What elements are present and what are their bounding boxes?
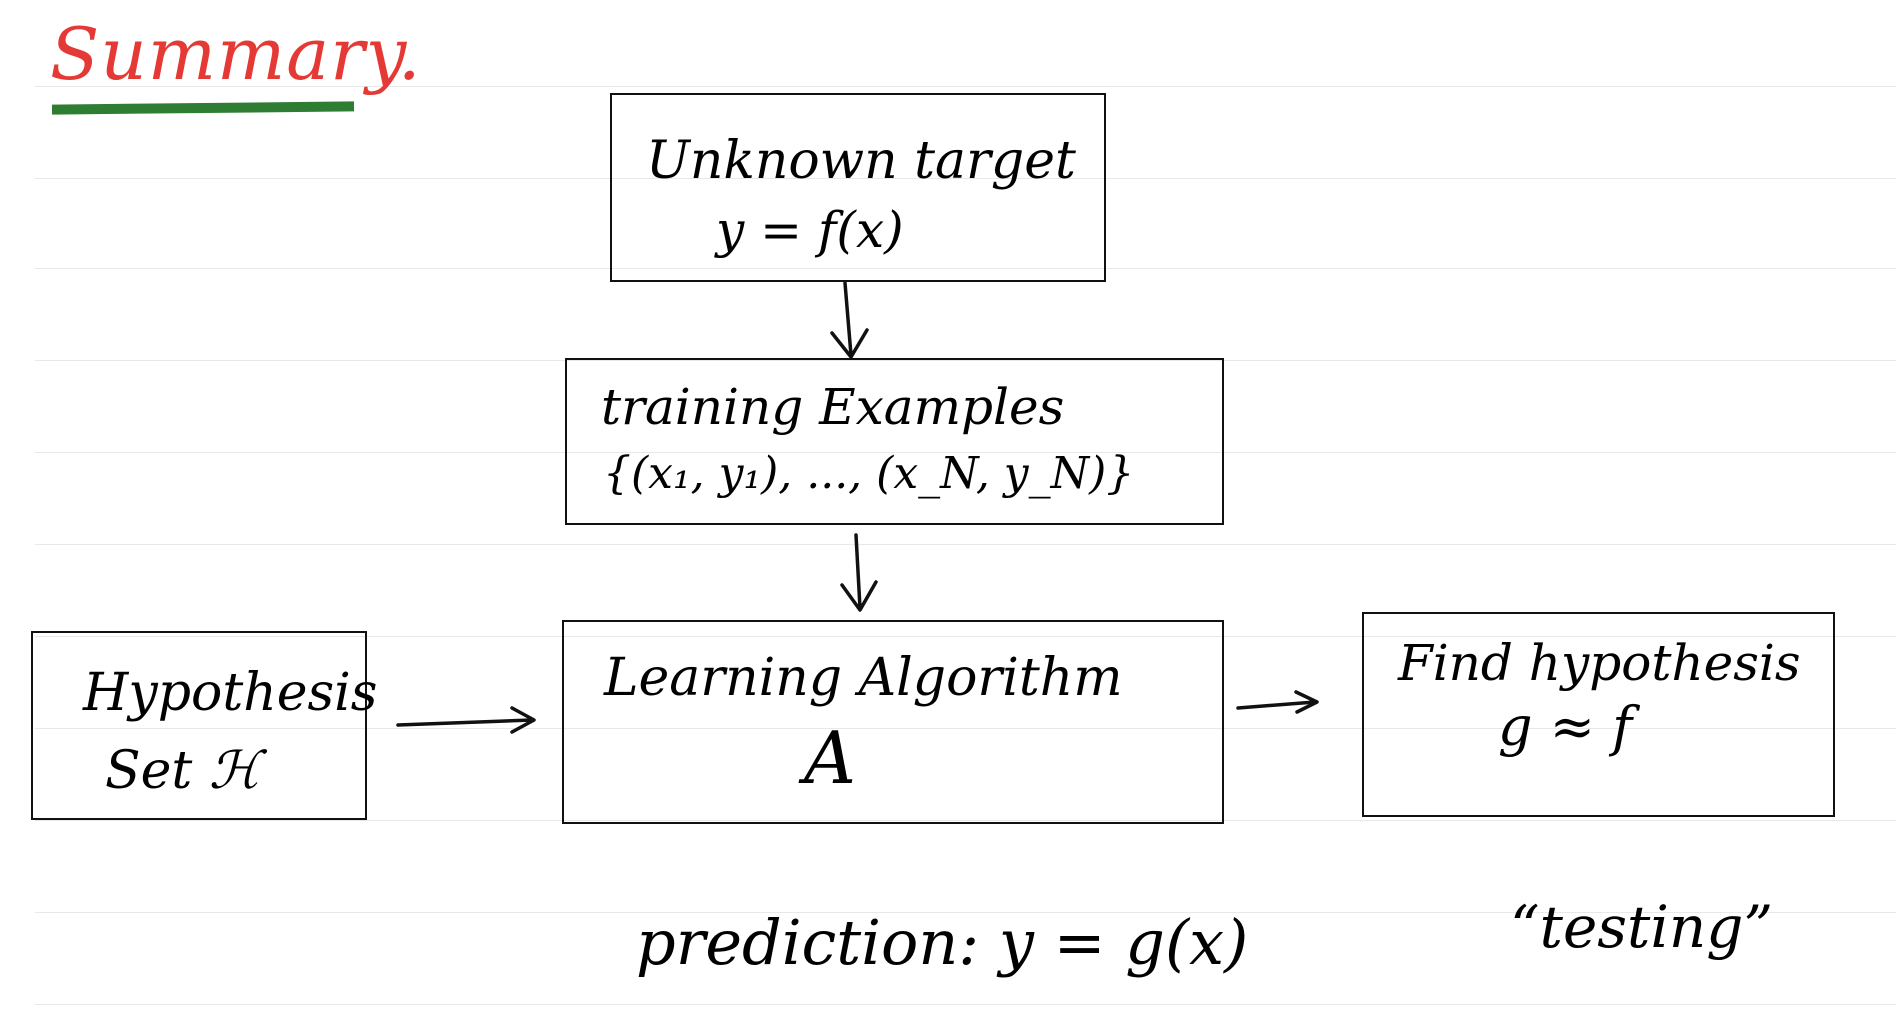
ruled-line <box>35 452 1896 453</box>
ruled-line <box>35 544 1896 545</box>
ruled-line <box>35 1004 1896 1005</box>
ruled-line <box>35 178 1896 179</box>
hypothesis-set-symbol: Set ℋ <box>105 741 261 801</box>
testing-label: “testing” <box>1510 893 1774 961</box>
learning-algorithm-box: Learning Algorithm A <box>562 620 1224 824</box>
target-formula: y = f(x) <box>716 201 904 259</box>
training-set: {(x₁, y₁), ..., (x_N, y_N)} <box>603 448 1135 499</box>
heading-underline <box>51 101 355 115</box>
ruled-line <box>35 86 1896 87</box>
ruled-line <box>35 268 1896 269</box>
summary-heading: Summary. <box>50 12 422 96</box>
ruled-line <box>35 360 1896 361</box>
ruled-line <box>35 728 1896 729</box>
algorithm-symbol: A <box>804 716 856 800</box>
hypothesis-set-box: Hypothesis Set ℋ <box>31 631 377 820</box>
algorithm-title: Learning Algorithm <box>604 648 1123 708</box>
ruled-line <box>35 636 1896 637</box>
ruled-line <box>35 820 1896 821</box>
training-examples-box: training Examples {(x₁, y₁), ..., (x_N, … <box>565 358 1224 525</box>
ruled-line <box>35 912 1896 913</box>
training-title: training Examples <box>601 378 1065 436</box>
arrow-algorithm-to-final <box>1236 690 1319 714</box>
final-title: Find hypothesis <box>1398 634 1801 692</box>
final-approx: g ≈ f <box>1498 695 1633 758</box>
hypothesis-title: Hypothesis <box>83 663 378 723</box>
arrow-target-to-training <box>830 281 869 359</box>
prediction-text: prediction: y = g(x) <box>636 906 1249 979</box>
arrow-training-to-algorithm <box>840 533 878 612</box>
unknown-target-box: Unknown target y = f(x) <box>610 93 1106 282</box>
target-title: Unknown target <box>646 131 1076 191</box>
final-hypothesis-box: Find hypothesis g ≈ f <box>1362 612 1835 817</box>
